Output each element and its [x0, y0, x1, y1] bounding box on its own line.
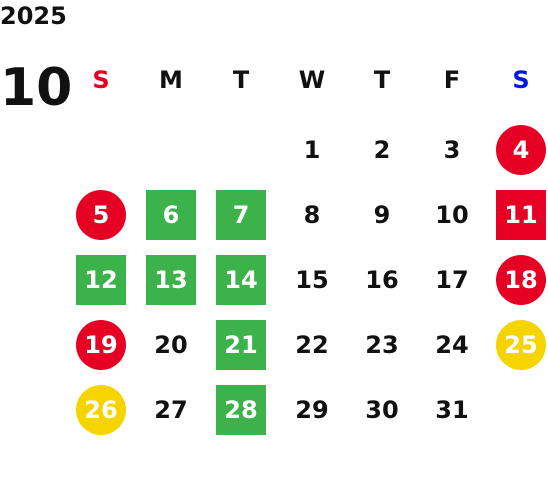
day-22[interactable]: 22	[295, 331, 329, 359]
day-29[interactable]: 29	[295, 396, 329, 424]
day-23[interactable]: 23	[365, 331, 399, 359]
day-9[interactable]: 9	[373, 201, 391, 229]
year-label: 2025	[0, 2, 67, 30]
day-5[interactable]: 5	[76, 190, 126, 240]
weekday-mon: M	[159, 66, 183, 94]
weekday-fri: F	[443, 66, 461, 94]
day-30[interactable]: 30	[365, 396, 399, 424]
day-6[interactable]: 6	[146, 190, 196, 240]
month-number: 10	[0, 58, 73, 118]
day-17[interactable]: 17	[435, 266, 469, 294]
day-13[interactable]: 13	[146, 255, 196, 305]
weekday-sun: S	[92, 66, 110, 94]
day-27[interactable]: 27	[154, 396, 188, 424]
day-8[interactable]: 8	[303, 201, 321, 229]
day-24[interactable]: 24	[435, 331, 469, 359]
weekday-sat: S	[512, 66, 530, 94]
day-15[interactable]: 15	[295, 266, 329, 294]
day-28[interactable]: 28	[216, 385, 266, 435]
weekday-wed: W	[298, 66, 326, 94]
day-11[interactable]: 11	[496, 190, 546, 240]
day-31[interactable]: 31	[435, 396, 469, 424]
day-20[interactable]: 20	[154, 331, 188, 359]
day-1[interactable]: 1	[303, 136, 321, 164]
day-14[interactable]: 14	[216, 255, 266, 305]
day-21[interactable]: 21	[216, 320, 266, 370]
day-18[interactable]: 18	[496, 255, 546, 305]
weekday-tue: T	[232, 66, 250, 94]
day-2[interactable]: 2	[373, 136, 391, 164]
weekday-thu: T	[373, 66, 391, 94]
day-3[interactable]: 3	[443, 136, 461, 164]
day-7[interactable]: 7	[216, 190, 266, 240]
day-16[interactable]: 16	[365, 266, 399, 294]
day-26[interactable]: 26	[76, 385, 126, 435]
day-25[interactable]: 25	[496, 320, 546, 370]
day-19[interactable]: 19	[76, 320, 126, 370]
day-12[interactable]: 12	[76, 255, 126, 305]
day-10[interactable]: 10	[435, 201, 469, 229]
day-4[interactable]: 4	[496, 125, 546, 175]
